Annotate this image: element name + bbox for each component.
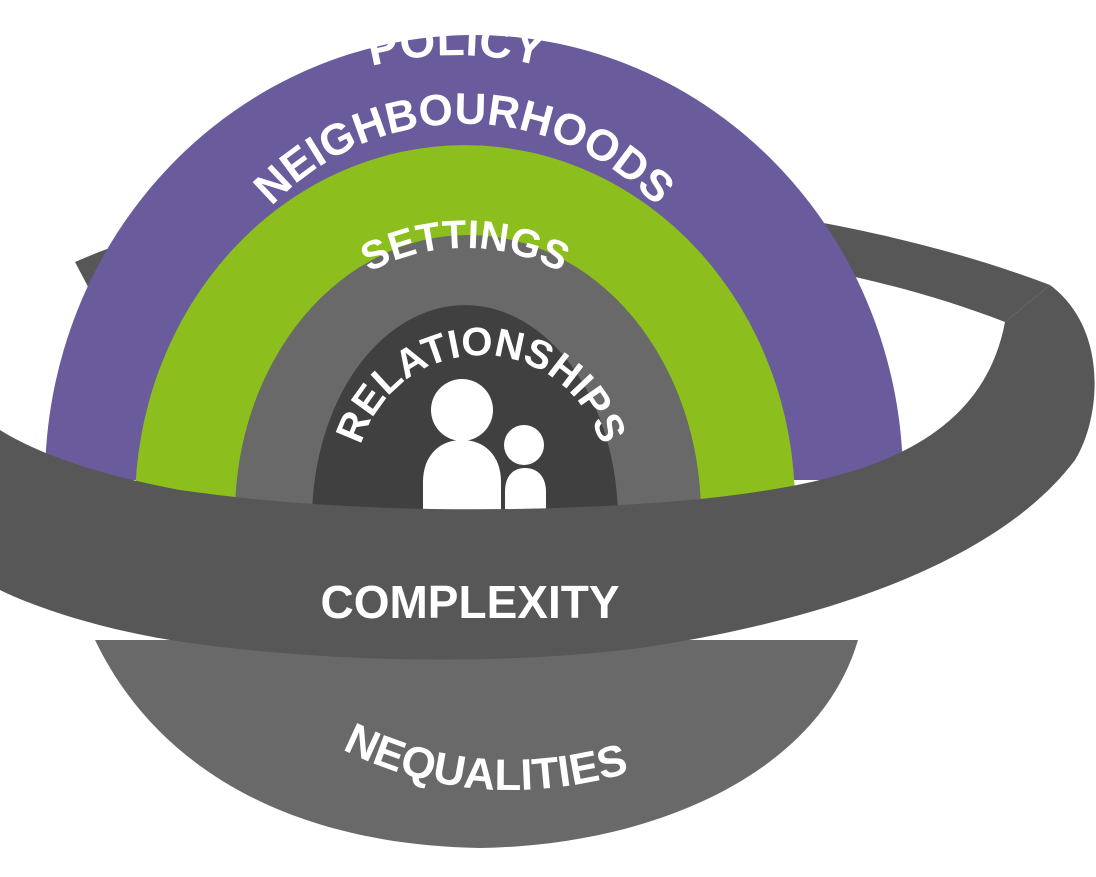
parent-child-icon [423,379,546,515]
complexity-label: COMPLEXITY [320,576,619,628]
complexity-ring-front [0,282,1095,660]
inequalities-base [95,640,858,848]
